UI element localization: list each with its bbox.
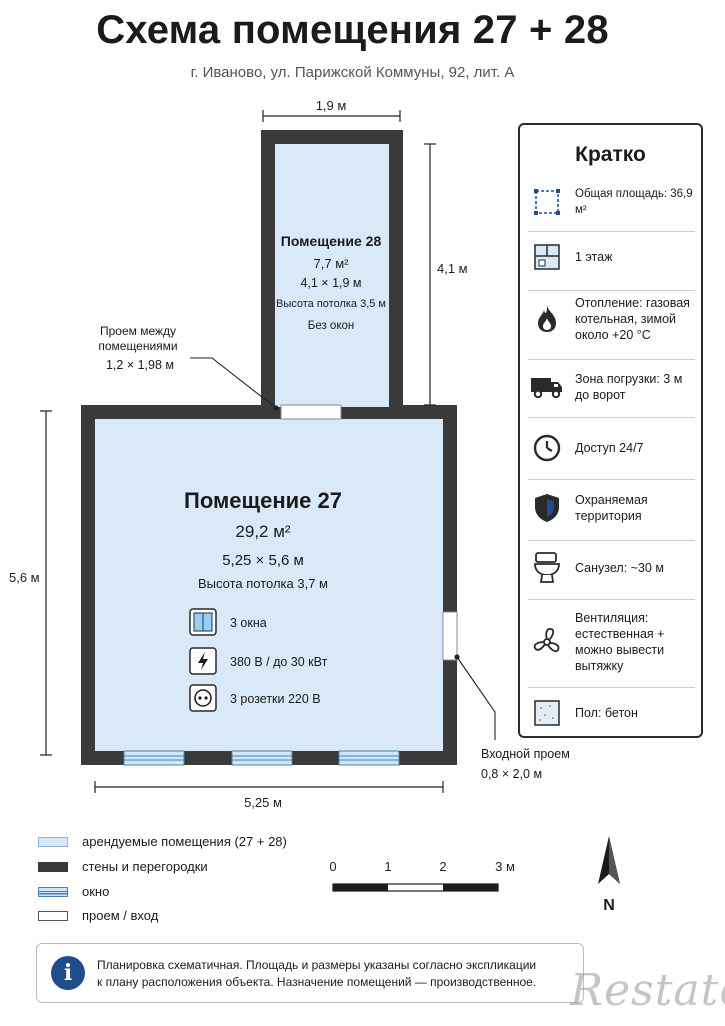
dimension-label: 1,9 м — [316, 98, 347, 113]
legend-item: стены и перегородки — [38, 859, 208, 874]
truck-icon — [530, 370, 564, 404]
summary-item: Охраняемая территория — [530, 491, 693, 525]
room28-ceiling: Высота потолка 3,5 м — [276, 298, 386, 310]
note-box: i Планировка схематичная. Площадь и разм… — [36, 943, 584, 1003]
room27-area: 29,2 м² — [235, 522, 290, 541]
summary-restroom: Санузел: ~30 м — [575, 561, 664, 575]
room27-area — [95, 419, 443, 751]
summary-access: Доступ 24/7 — [575, 441, 644, 455]
summary-item: Санузел: ~30 м — [530, 551, 693, 585]
room27-ceiling: Высота потолка 3,7 м — [198, 576, 328, 591]
entrance-label: Входной проем — [481, 747, 570, 761]
dimension-label: 5,6 м — [9, 570, 40, 585]
window-icon — [189, 608, 217, 636]
window — [123, 750, 185, 766]
room28-area — [275, 144, 389, 407]
info-icon: i — [51, 956, 85, 990]
room28-size: 4,1 × 1,9 м — [300, 276, 361, 290]
entrance-opening — [442, 611, 458, 661]
summary-floor: 1 этаж — [575, 250, 613, 264]
summary-item: Доступ 24/7 — [530, 431, 693, 465]
summary-item: Отопление: газовая котельная, зимой окол… — [530, 295, 693, 343]
legend-swatch-opening — [38, 910, 68, 921]
note-line: к плану расположения объекта. Назначение… — [97, 975, 537, 989]
summary-item: Общая площадь: 36,9 м² — [530, 185, 693, 219]
feature-windows: 3 окна — [230, 616, 267, 630]
legend-label: окно — [82, 884, 110, 899]
summary-item: Зона погрузки: 3 м до ворот — [530, 370, 693, 404]
north-arrow-icon — [598, 836, 620, 884]
room27-size: 5,25 × 5,6 м — [222, 552, 304, 569]
legend-swatch-window — [38, 886, 68, 897]
area-icon — [530, 185, 564, 219]
opening-size: 1,2 × 1,98 м — [106, 358, 174, 372]
scale-tick: 2 — [439, 859, 446, 874]
flame-icon — [530, 302, 564, 336]
summary-ventilation: Вентиляция: естественная + можно вывести… — [575, 611, 665, 673]
legend-item: арендуемые помещения (27 + 28) — [38, 834, 287, 849]
note-line: Планировка схематичная. Площадь и размер… — [97, 958, 537, 972]
feature-sockets: 3 розетки 220 В — [230, 692, 321, 706]
legend-swatch-rooms — [38, 836, 68, 847]
summary-loading: Зона погрузки: 3 м до ворот — [575, 372, 683, 402]
scale-tick: 0 — [329, 859, 336, 874]
legend-swatch-walls — [38, 861, 68, 872]
room28-area: 7,7 м² — [314, 256, 350, 271]
dimension-label: 4,1 м — [437, 261, 468, 276]
entrance-size: 0,8 × 2,0 м — [481, 767, 542, 781]
socket-icon — [189, 684, 217, 712]
floor-plan-icon — [530, 240, 564, 274]
room28-windows: Без окон — [308, 320, 354, 332]
room28-name: Помещение 28 — [281, 233, 382, 249]
summary-floor-type: Пол: бетон — [575, 706, 638, 720]
summary-card: Кратко Общая площадь: 36,9 м² 1 этаж Ото… — [518, 123, 703, 738]
summary-item: Пол: бетон — [530, 696, 693, 730]
note-text: Планировка схематичная. Площадь и размер… — [97, 957, 577, 991]
watermark-logo: Restate — [570, 965, 725, 1016]
shield-icon — [530, 491, 564, 525]
summary-heating: Отопление: газовая котельная, зимой окол… — [575, 296, 690, 342]
north-label: N — [603, 897, 615, 914]
window — [338, 750, 400, 766]
entrance-leader-line — [454, 654, 496, 740]
opening-between-rooms — [280, 404, 342, 420]
opening-label: помещениями — [98, 339, 177, 353]
opening-leader-line — [190, 357, 279, 411]
legend-item: окно — [38, 884, 109, 899]
opening-label: Проем между — [100, 324, 176, 338]
summary-area: Общая площадь: 36,9 м² — [575, 188, 693, 216]
legend-label: проем / вход — [82, 908, 159, 923]
summary-item: 1 этаж — [530, 240, 693, 274]
scale-bar — [332, 883, 499, 892]
toilet-icon — [530, 551, 564, 585]
summary-title: Кратко — [575, 143, 646, 166]
legend-item: проем / вход — [38, 908, 158, 923]
summary-item: Вентиляция: естественная + можно вывести… — [530, 610, 693, 674]
summary-security: Охраняемая территория — [575, 493, 648, 523]
dimension-room28-width — [262, 110, 401, 122]
scale-tick: 1 — [384, 859, 391, 874]
address-subtitle: г. Иваново, ул. Парижской Коммуны, 92, л… — [190, 64, 515, 81]
fan-icon — [530, 625, 564, 659]
clock-icon — [530, 431, 564, 465]
room27-name: Помещение 27 — [184, 488, 342, 513]
scale-tick: 3 м — [495, 859, 515, 874]
dimension-room27-width — [94, 781, 444, 793]
window — [231, 750, 293, 766]
floor-texture-icon — [530, 696, 564, 730]
lightning-icon — [189, 647, 217, 675]
dimension-room28-height — [424, 143, 436, 406]
dimension-room27-height — [40, 410, 52, 756]
legend-label: арендуемые помещения (27 + 28) — [82, 834, 287, 849]
legend-label: стены и перегородки — [82, 859, 208, 874]
feature-power: 380 В / до 30 кВт — [230, 655, 328, 669]
dimension-label: 5,25 м — [244, 795, 282, 810]
page-title: Схема помещения 27 + 28 — [96, 8, 609, 52]
